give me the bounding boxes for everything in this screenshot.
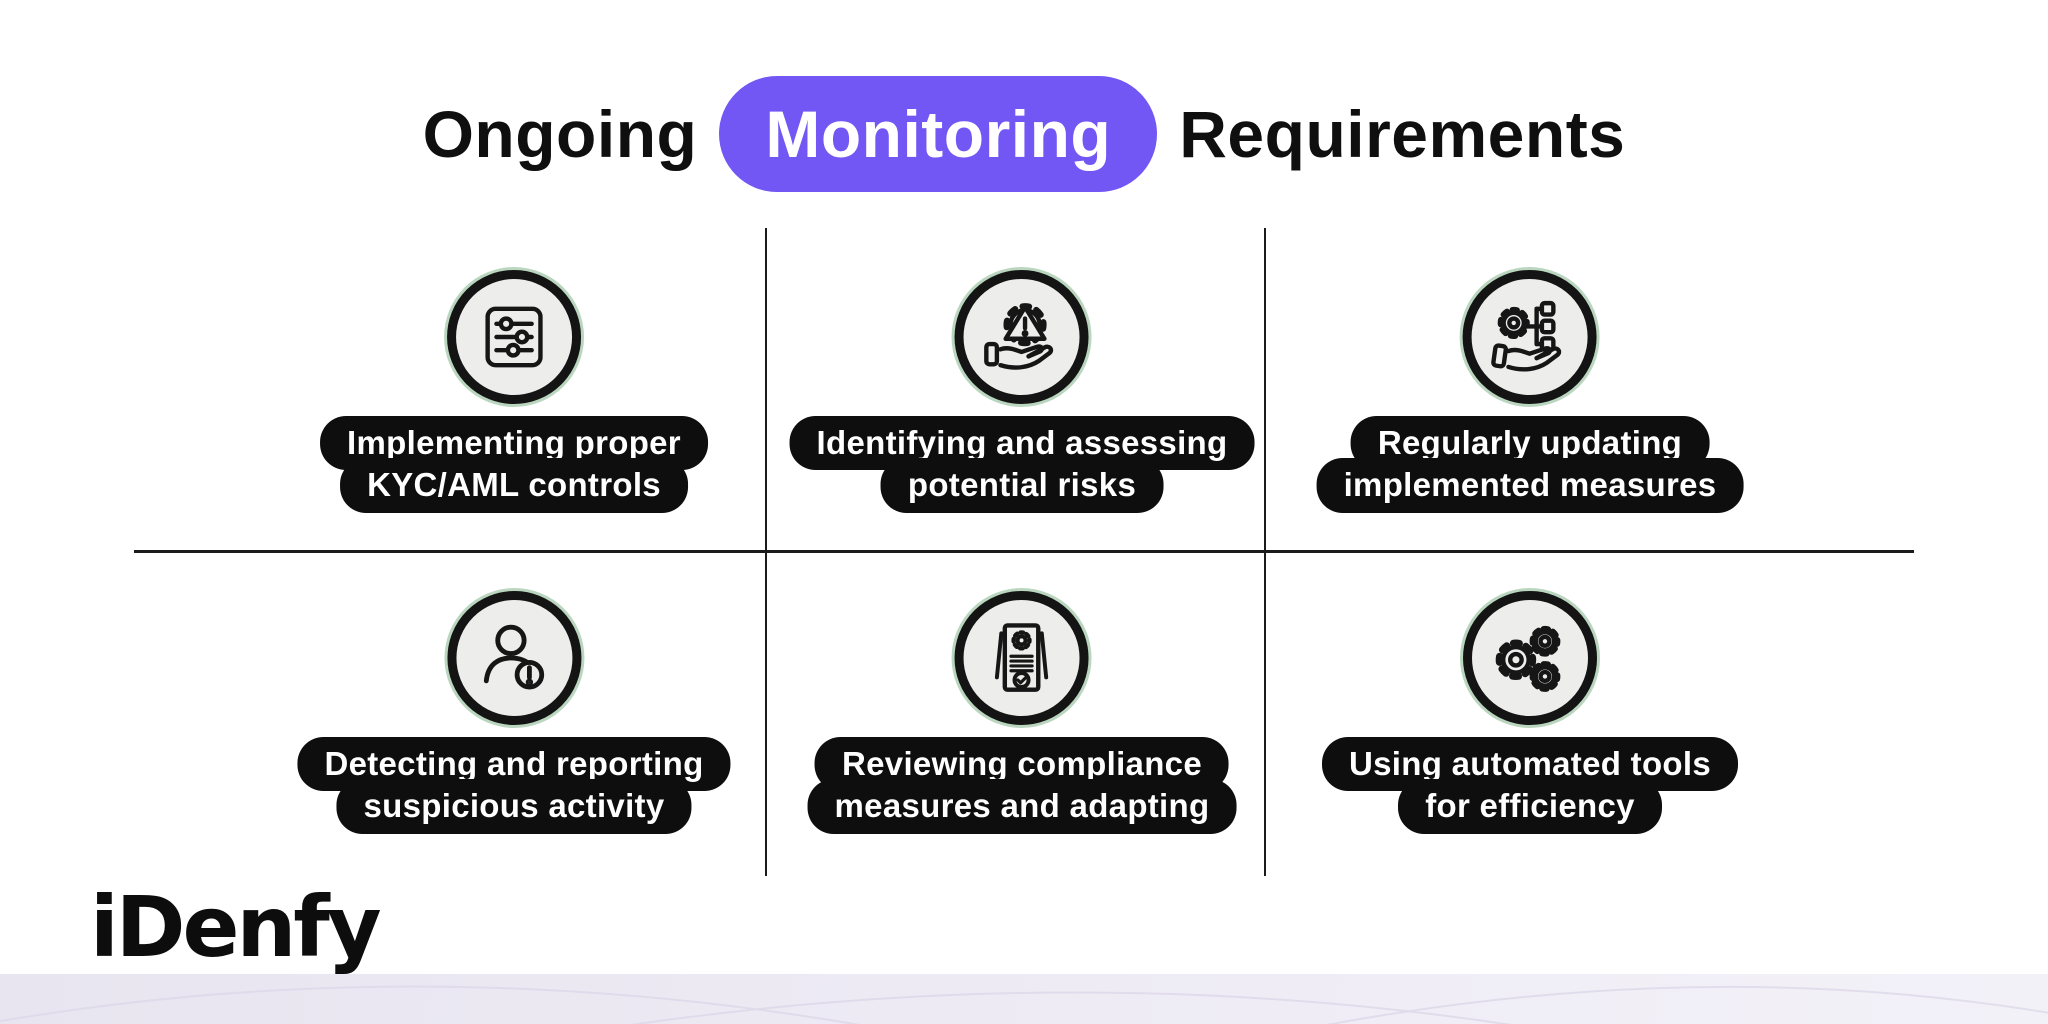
label-line: potential risks <box>880 458 1164 513</box>
card-label: Detecting and reporting suspicious activ… <box>297 737 731 834</box>
card-suspicious-activity: Detecting and reporting suspicious activ… <box>297 591 731 834</box>
label-line: suspicious activity <box>336 779 692 834</box>
footer-band-pattern <box>0 985 2048 1024</box>
hand-warning-gear-icon <box>955 270 1089 404</box>
card-label: Regularly updating implemented measures <box>1316 416 1744 513</box>
card-review-compliance: Reviewing compliance measures and adapti… <box>807 591 1237 834</box>
label-line: measures and adapting <box>807 779 1237 834</box>
card-label: Identifying and assessing potential risk… <box>789 416 1255 513</box>
user-alert-icon <box>447 591 581 725</box>
card-automated-tools: Using automated tools for efficiency <box>1322 591 1738 834</box>
footer-band <box>0 974 2048 1024</box>
label-line: Using automated tools <box>1322 737 1738 792</box>
hand-gear-hierarchy-icon <box>1462 270 1597 404</box>
title-highlight-pill: Monitoring <box>719 76 1158 192</box>
gears-icon <box>1462 591 1597 725</box>
card-label: Implementing proper KYC/AML controls <box>320 416 708 513</box>
title-post: Requirements <box>1179 97 1626 171</box>
label-line: implemented measures <box>1316 458 1744 513</box>
page-title: Ongoing Monitoring Requirements <box>0 76 2048 192</box>
card-label: Using automated tools for efficiency <box>1322 737 1738 834</box>
card-update-measures: Regularly updating implemented measures <box>1316 270 1744 513</box>
label-line: for efficiency <box>1398 779 1662 834</box>
card-label: Reviewing compliance measures and adapti… <box>807 737 1237 834</box>
idenfy-logo: iDenfy <box>90 878 382 976</box>
title-pre: Ongoing <box>422 97 698 171</box>
label-line: Reviewing compliance <box>815 737 1229 792</box>
card-identify-risks: Identifying and assessing potential risk… <box>789 270 1255 513</box>
sliders-icon <box>447 270 581 404</box>
label-line: KYC/AML controls <box>340 458 688 513</box>
compliance-document-icon <box>954 591 1089 725</box>
horizontal-divider <box>134 550 1914 553</box>
card-kyc-aml-controls: Implementing proper KYC/AML controls <box>320 270 708 513</box>
